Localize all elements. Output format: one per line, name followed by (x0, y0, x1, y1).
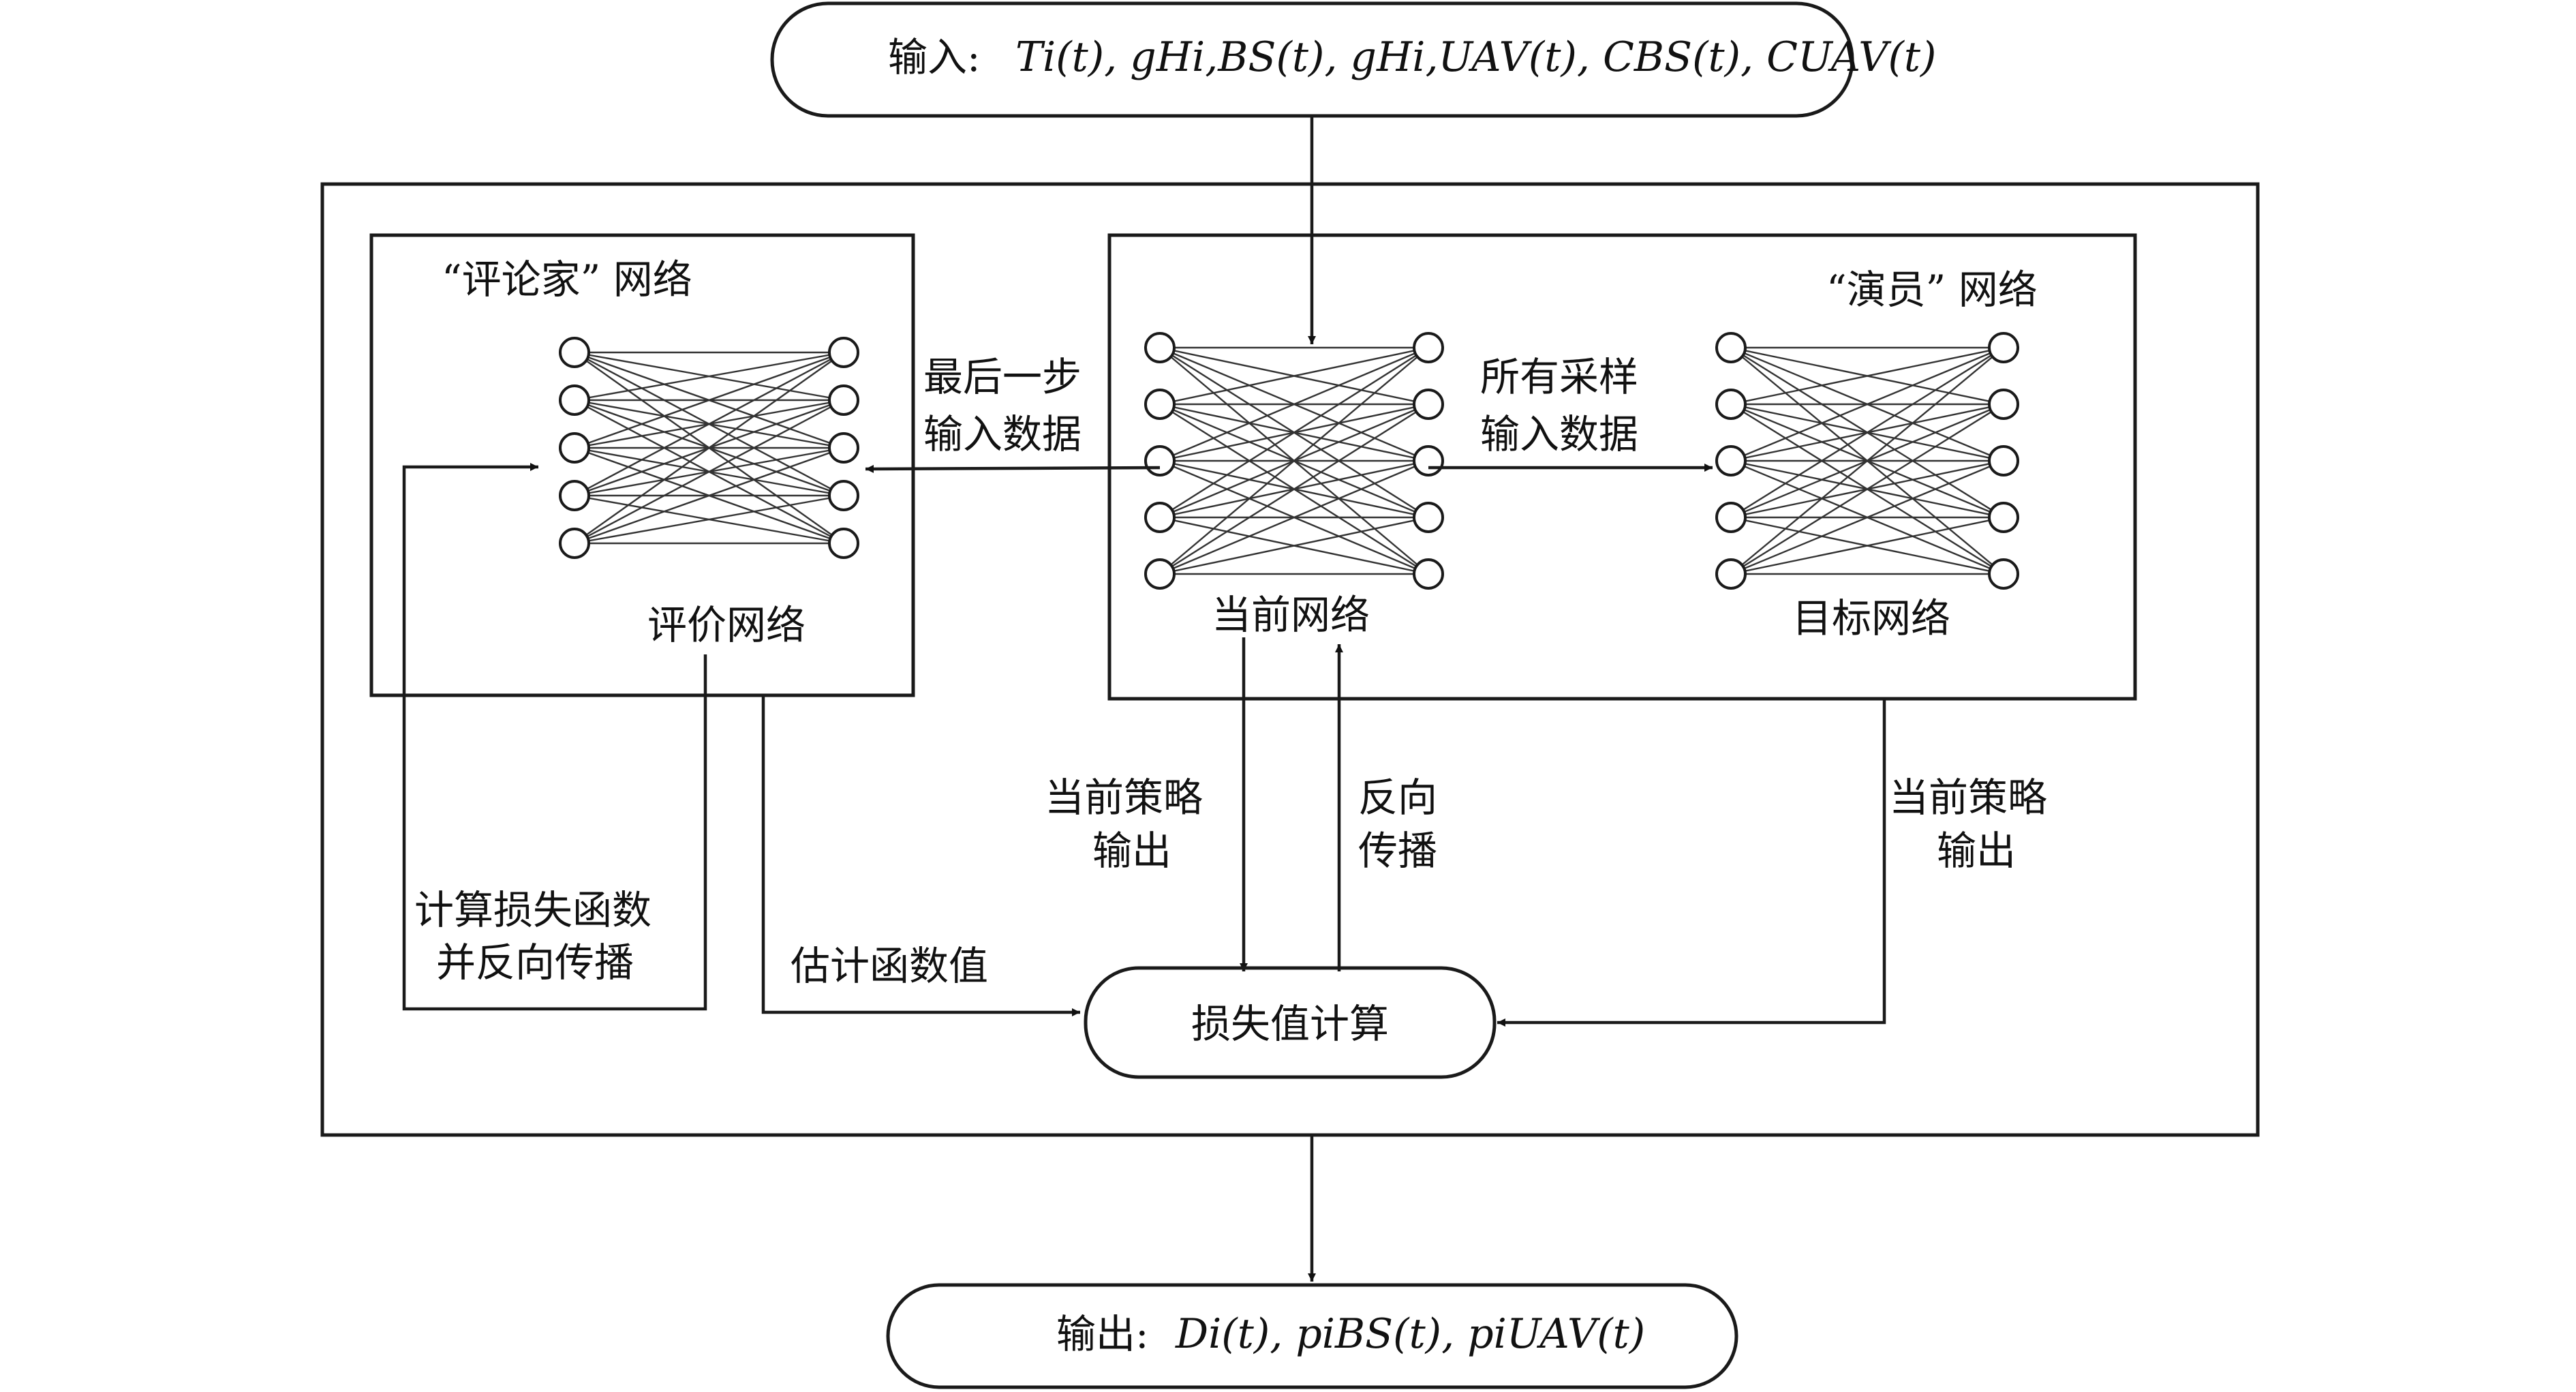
nn-output-node (828, 384, 859, 416)
target-neural-network (1715, 332, 2019, 590)
input-formula: Ti(t), gHi,BS(t), gHi,UAV(t), CBS(t), CU… (1015, 33, 1936, 81)
nn-edge (1159, 403, 1429, 575)
all-samples-label-1: 所有采样 (1480, 354, 1638, 400)
current-network-label: 当前网络 (1212, 592, 1370, 638)
critic-title: “评论家” 网络 (442, 256, 692, 303)
nn-input-node (559, 432, 590, 464)
nn-edge (1730, 403, 2004, 575)
nn-edge (1159, 346, 1429, 519)
nn-input-node (559, 337, 590, 368)
target-output-arrow (1497, 699, 1886, 1027)
target-network-label: 目标网络 (1792, 595, 1950, 641)
last-step-arrow (865, 464, 1161, 473)
nn-edge (574, 351, 844, 402)
input-prefix: 输入: (888, 34, 981, 80)
nn-edge (1730, 516, 2004, 575)
nn-output-node (1413, 502, 1444, 533)
target-output-label-1: 当前策略 (1889, 774, 2047, 821)
nn-input-node (1715, 445, 1747, 476)
nn-input-node (1144, 332, 1176, 363)
nn-edge (1159, 346, 1429, 462)
nn-output-node (1413, 332, 1444, 363)
critic-neural-network (559, 337, 859, 559)
nn-input-node (559, 528, 590, 559)
output-formula: Di(t), piBS(t), piUAV(t) (1175, 1310, 1645, 1358)
backprop-label-1: 反向 (1358, 774, 1437, 821)
loss-node-label: 损失值计算 (1191, 1001, 1389, 1047)
nn-input-node (559, 384, 590, 416)
nn-input-node (1715, 332, 1747, 363)
nn-edge (574, 399, 844, 545)
nn-edge (1159, 346, 1429, 406)
critic-box (369, 233, 915, 697)
nn-output-node (1988, 332, 2019, 363)
nn-output-node (1413, 445, 1444, 476)
critic-loss-label-2: 并反向传播 (436, 939, 634, 986)
nn-input-node (1144, 502, 1176, 533)
nn-output-node (1413, 558, 1444, 590)
nn-input-node (1715, 558, 1747, 590)
estimate-arrow (761, 695, 1080, 1016)
output-prefix: 输出: (1056, 1311, 1149, 1357)
nn-edge (574, 352, 844, 544)
nn-output-node (828, 432, 859, 464)
nn-edge (574, 494, 844, 545)
policy-output-label-1: 当前策略 (1045, 774, 1203, 821)
critic-loss-label-1: 计算损失函数 (414, 887, 651, 933)
nn-edge (1730, 459, 2004, 575)
nn-edge (1159, 516, 1429, 575)
nn-input-node (1715, 502, 1747, 533)
nn-edge (1730, 346, 2004, 462)
backprop-label-2: 传播 (1358, 828, 1437, 874)
nn-output-node (1988, 502, 2019, 533)
nn-output-node (828, 337, 859, 368)
nn-edge (1730, 347, 2004, 575)
nn-input-node (1144, 389, 1176, 420)
nn-output-node (1413, 389, 1444, 420)
nn-edge (1730, 346, 2004, 519)
nn-edge (1159, 347, 1429, 575)
current-neural-network (1144, 332, 1444, 590)
nn-input-node (1144, 445, 1176, 476)
last-step-label-2: 输入数据 (923, 411, 1082, 457)
actor-title: “演员” 网络 (1826, 267, 2038, 313)
nn-output-node (1988, 445, 2019, 476)
nn-edge (574, 447, 844, 545)
target-output-label-2: 输出 (1937, 828, 2016, 874)
nn-input-node (1715, 389, 1747, 420)
critic-loss-loop-arrow (402, 463, 707, 1011)
nn-edge (574, 351, 844, 497)
policy-output-label-2: 输出 (1092, 828, 1171, 874)
nn-edge (1730, 346, 2004, 406)
nn-edge (1159, 459, 1429, 575)
output-terminal (886, 1283, 1738, 1389)
critic-network-label: 评价网络 (647, 602, 806, 648)
nn-input-node (1144, 558, 1176, 590)
last-step-label-1: 最后一步 (923, 354, 1082, 400)
all-samples-label-2: 输入数据 (1480, 411, 1638, 457)
estimate-label: 估计函数值 (791, 943, 988, 989)
nn-output-node (828, 480, 859, 511)
nn-input-node (559, 480, 590, 511)
nn-edge (574, 351, 844, 449)
nn-output-node (828, 528, 859, 559)
nn-output-node (1988, 558, 2019, 590)
outer-system-box (320, 182, 2260, 1137)
nn-output-node (1988, 389, 2019, 420)
loss-node (1084, 966, 1497, 1079)
